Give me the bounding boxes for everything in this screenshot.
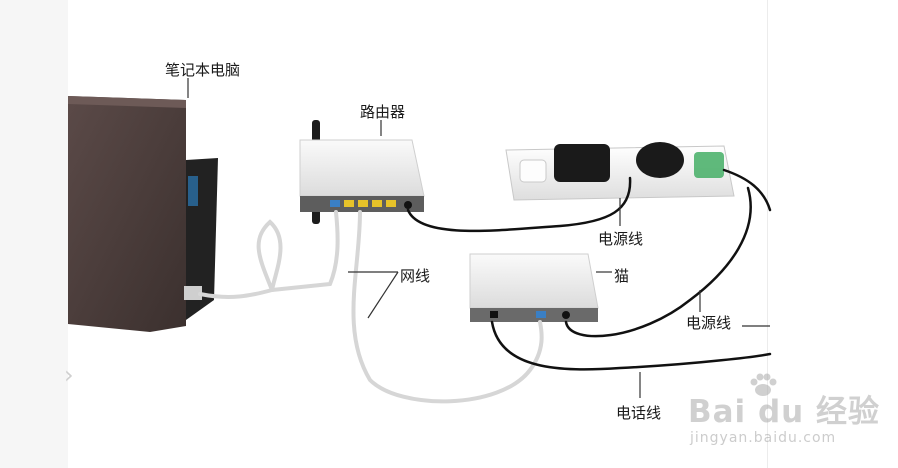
router — [300, 120, 424, 224]
label-modem: 猫 — [614, 265, 629, 286]
label-power-cable-2: 电源线 — [686, 312, 731, 333]
watermark-brand: Bai du 经验 — [688, 386, 880, 431]
chevron-left-icon[interactable]: › — [64, 360, 74, 390]
label-router: 路由器 — [360, 101, 405, 122]
label-network-cable: 网线 — [400, 265, 430, 286]
laptop — [68, 96, 218, 332]
label-power-cable-1: 电源线 — [598, 228, 643, 249]
power-strip — [506, 142, 734, 200]
modem — [470, 254, 598, 322]
label-laptop: 笔记本电脑 — [165, 59, 240, 80]
leader-lines — [188, 78, 770, 398]
label-phone-line: 电话线 — [616, 402, 661, 423]
watermark-url: jingyan.baidu.com — [690, 430, 836, 446]
